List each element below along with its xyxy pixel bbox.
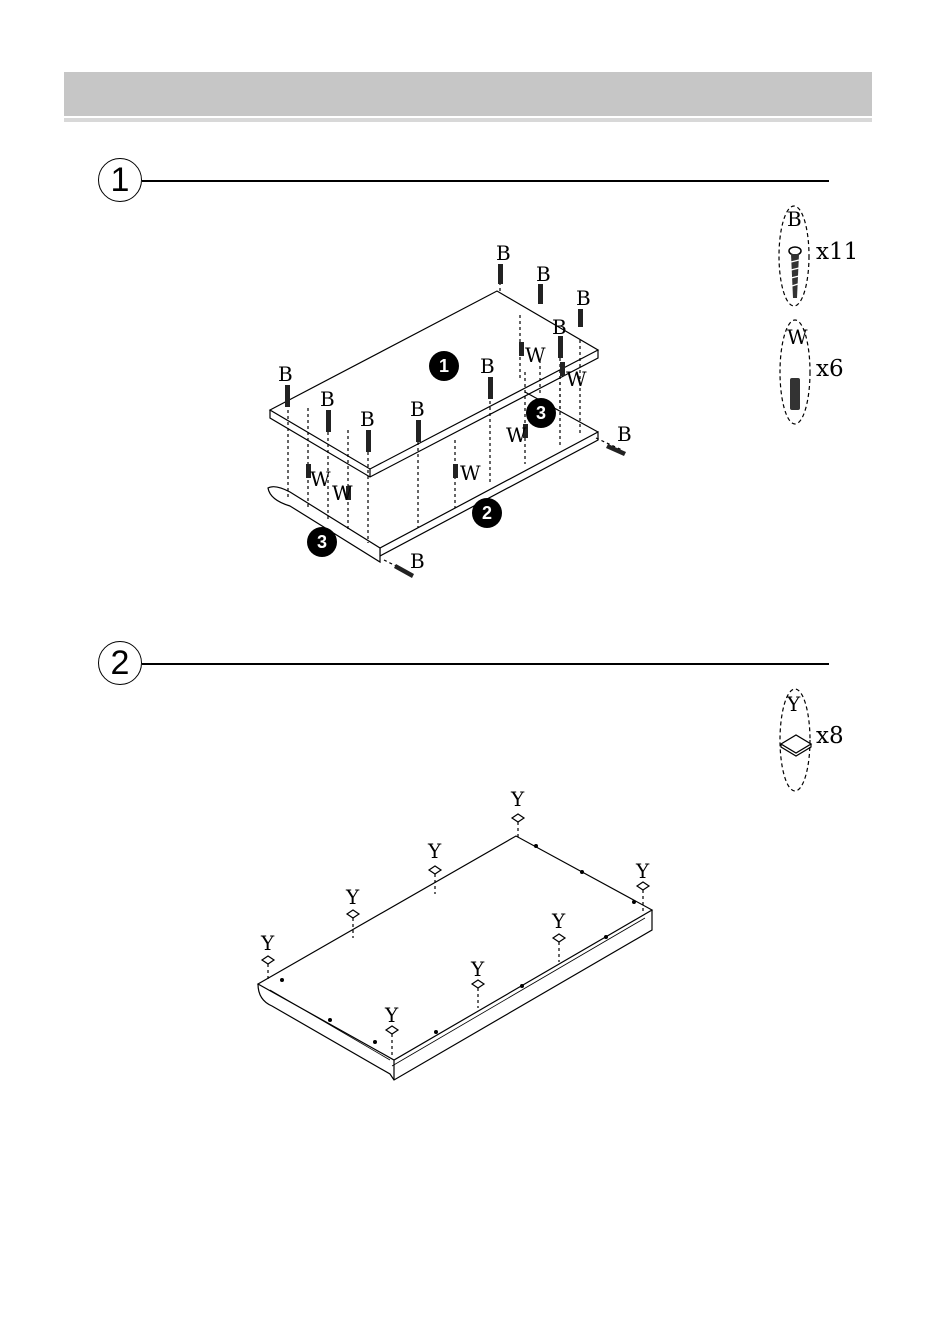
- dowel-label: W: [310, 467, 331, 491]
- hardware-y-letter: Y: [786, 692, 801, 716]
- pad-label: Y: [260, 931, 275, 955]
- pad-icon: [429, 866, 441, 874]
- bolt-label: B: [410, 549, 425, 573]
- bolt-icon: [498, 264, 503, 284]
- step-2-drawing: [258, 822, 652, 1080]
- part-badge-top: 1: [429, 351, 459, 381]
- bolt-icon: [558, 336, 563, 358]
- bolt-label: B: [576, 286, 591, 310]
- pad-label: Y: [470, 957, 485, 981]
- bolt-icon: [366, 430, 371, 452]
- bolt-label: B: [617, 422, 632, 446]
- bolt-label: B: [480, 354, 495, 378]
- hardware-y-qty: x8: [816, 723, 844, 749]
- side-panel: [380, 432, 598, 556]
- pad-label: Y: [384, 1003, 399, 1027]
- pad-label: Y: [635, 859, 650, 883]
- dowel-label: W: [460, 461, 481, 485]
- bolt-label: B: [410, 397, 425, 421]
- bolt-label: B: [552, 315, 567, 339]
- hardware-w-callout: W x6: [780, 320, 844, 424]
- step-1-drawing: [268, 282, 622, 568]
- dowel-icon: [519, 342, 524, 356]
- pad-label: Y: [345, 885, 360, 909]
- dowel-label: W: [525, 343, 546, 367]
- hardware-b-letter: B: [787, 207, 802, 231]
- dowel-label: W: [566, 367, 587, 391]
- svg-text:2: 2: [482, 503, 492, 523]
- top-panel: [270, 291, 598, 469]
- bolt-icon: [578, 309, 583, 327]
- dowel-icon: [790, 378, 800, 410]
- hardware-b-callout: B x11: [779, 206, 858, 306]
- pad-label: Y: [427, 839, 442, 863]
- dowel-icon: [453, 464, 458, 478]
- dowel-icon: [560, 362, 565, 376]
- svg-text:1: 1: [439, 356, 449, 376]
- bolt-icon: [488, 377, 493, 399]
- part-badge-side: 2: [472, 498, 502, 528]
- pad-icon: [637, 882, 649, 890]
- bolt-label: B: [536, 262, 551, 286]
- hardware-w-qty: x6: [816, 356, 844, 382]
- svg-text:3: 3: [536, 403, 546, 423]
- hardware-y-callout: Y x8: [780, 689, 844, 791]
- pad-icon: [781, 735, 811, 756]
- bolt-icon: [326, 410, 331, 432]
- pad-label: Y: [510, 787, 525, 811]
- dowel-label: W: [506, 423, 527, 447]
- pad-icon: [512, 814, 524, 822]
- bolt-icon: [789, 247, 801, 298]
- pad-label: Y: [551, 909, 566, 933]
- pad-icon: [262, 956, 274, 964]
- bolt-icon: [285, 385, 290, 407]
- bolt-label: B: [360, 407, 375, 431]
- bolt-label: B: [496, 241, 511, 265]
- dowel-label: W: [332, 481, 353, 505]
- hardware-b-qty: x11: [816, 239, 858, 265]
- hardware-w-letter: W: [787, 325, 808, 349]
- part-badge-end: 3: [307, 527, 337, 557]
- bolt-label: B: [278, 362, 293, 386]
- part-badge-end: 3: [526, 398, 556, 428]
- svg-text:3: 3: [317, 532, 327, 552]
- bolt-label: B: [320, 387, 335, 411]
- bolt-icon: [416, 420, 421, 442]
- table-top-underside: [258, 836, 652, 1060]
- bolt-icon: [538, 284, 543, 304]
- pad-icon: [347, 910, 359, 918]
